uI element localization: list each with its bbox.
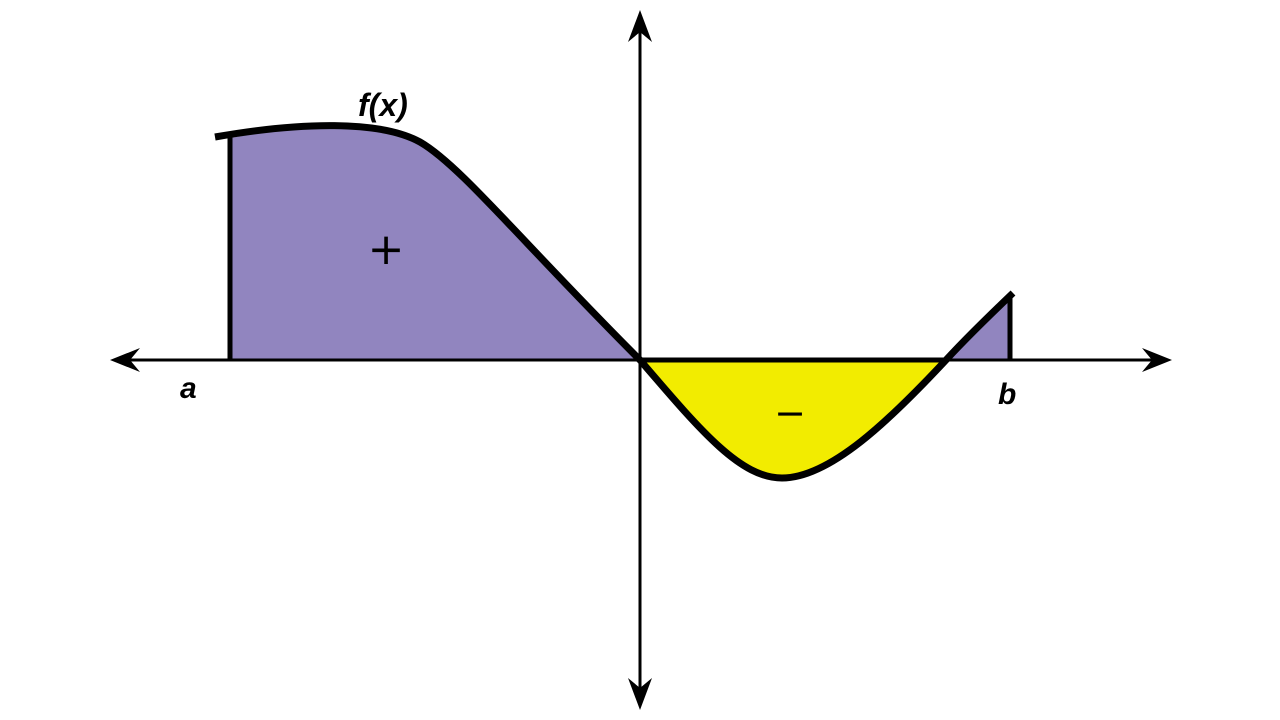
positive-sign-label: +: [368, 224, 405, 275]
function-curve: [214, 122, 1016, 482]
negative-sign-label: −: [774, 391, 806, 435]
x-axis-left-arrow-icon: [110, 348, 140, 372]
function-label: f(x): [358, 87, 408, 123]
lower-limit-label: a: [180, 372, 197, 405]
upper-limit-label: b: [998, 378, 1016, 411]
x-axis-right-arrow-icon: [1142, 348, 1172, 372]
negative-area-region: [640, 360, 946, 478]
positive-area-region: [230, 127, 640, 360]
y-axis-down-arrow-icon: [628, 678, 652, 710]
y-axis-up-arrow-icon: [628, 10, 652, 42]
